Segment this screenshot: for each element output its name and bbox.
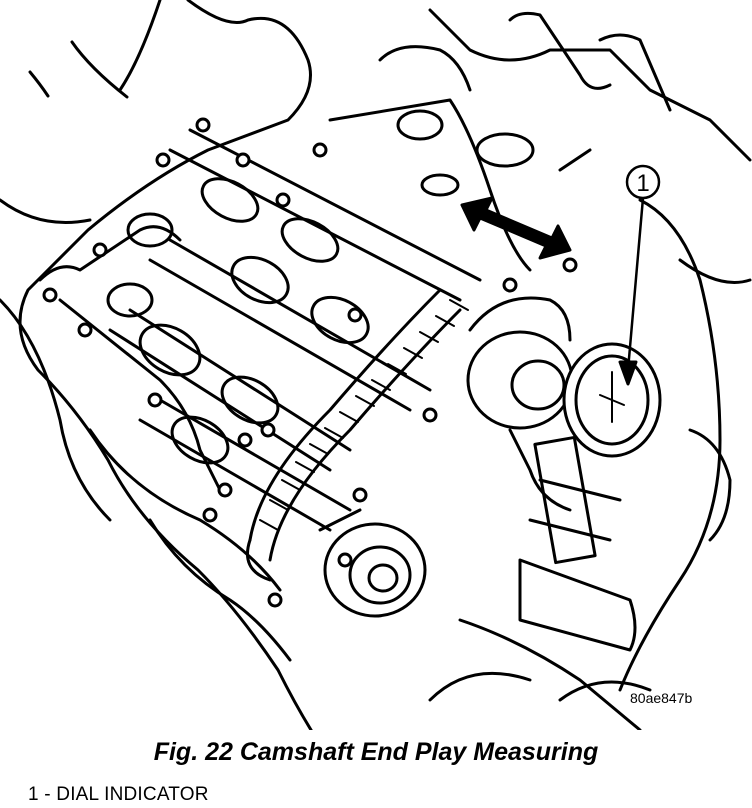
legend-item: 1 - DIAL INDICATOR bbox=[28, 784, 209, 806]
legend: 1 - DIAL INDICATOR bbox=[28, 784, 209, 806]
end-play-arrow bbox=[460, 196, 572, 260]
callout-1: 1 bbox=[618, 164, 661, 386]
legend-item-label: DIAL INDICATOR bbox=[56, 784, 209, 805]
engine-block-center bbox=[328, 45, 592, 272]
cam-lobes bbox=[106, 177, 370, 465]
engine-line-drawing: 1 bbox=[0, 0, 752, 730]
legend-item-number: 1 bbox=[28, 784, 39, 805]
right-cylinder-head bbox=[428, 8, 752, 730]
figure-caption: Fig. 22 Camshaft End Play Measuring bbox=[153, 738, 599, 766]
corner-sketch-marks bbox=[28, 40, 129, 99]
legend-item-separator: - bbox=[38, 784, 57, 805]
camshaft-end bbox=[466, 296, 574, 512]
engine-illustration: 1 bbox=[0, 0, 752, 730]
cam-sprocket bbox=[318, 508, 427, 618]
dial-indicator bbox=[518, 342, 662, 652]
left-cylinder-head bbox=[0, 0, 313, 730]
callout-number: 1 bbox=[636, 170, 649, 197]
figure-reference-code: 80ae847b bbox=[630, 690, 693, 706]
bolts bbox=[42, 117, 578, 608]
timing-chain bbox=[246, 288, 469, 582]
